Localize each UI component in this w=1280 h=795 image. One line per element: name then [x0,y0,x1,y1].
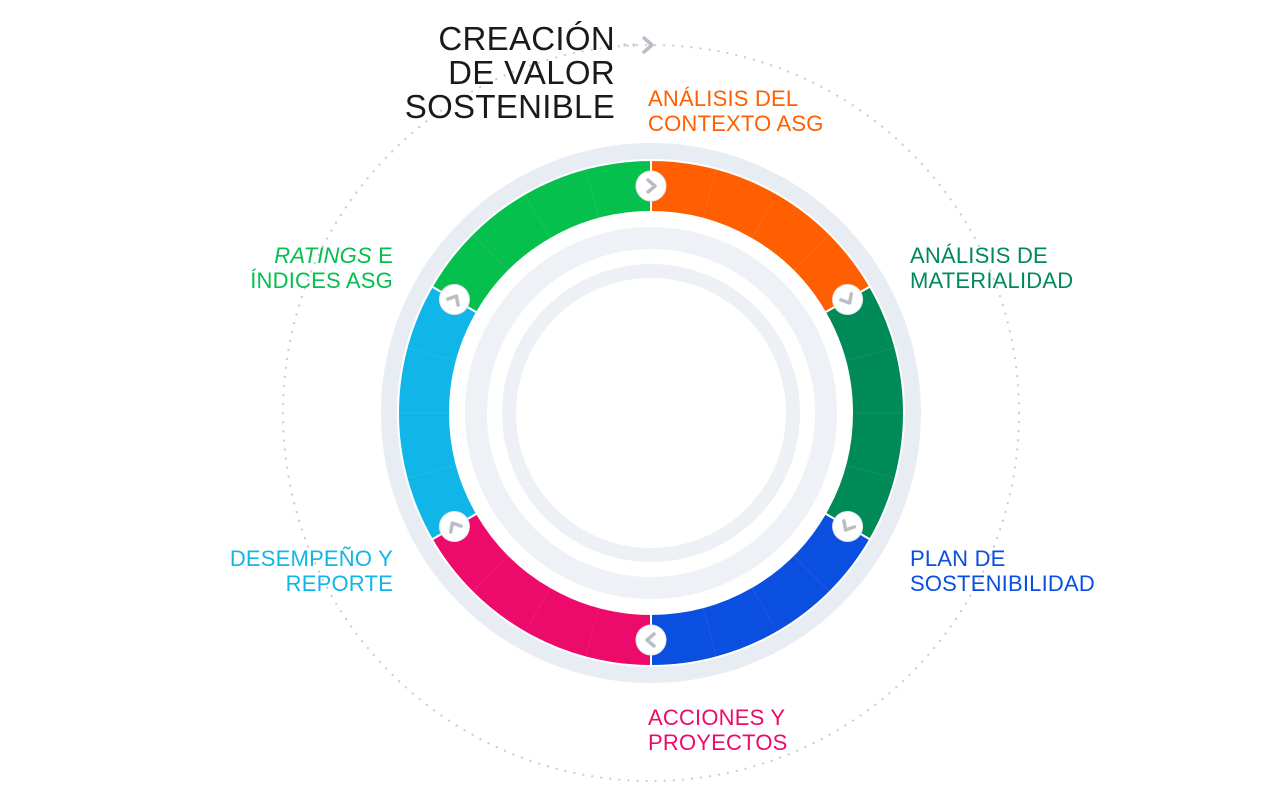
stage-label-analisis-materialidad: ANÁLISIS DE MATERIALIDAD [910,243,1074,293]
ratings-italic: RATINGS [274,243,372,268]
chevron-icon [438,511,470,542]
stage-label-plan-sostenibilidad: PLAN DE SOSTENIBILIDAD [910,546,1095,596]
segment-texture-line [524,193,551,240]
segment-texture-line [585,168,600,219]
outer-dotted-ring [281,43,1021,783]
chevron-icon [832,284,864,315]
stage-label-ratings-indices: RATINGS E ÍNDICES ASG [250,243,393,293]
cycle-segments [397,158,905,668]
chevron-icon [635,624,667,656]
segment-texture-line [702,168,717,219]
segment-texture-line [406,464,457,479]
inner-track-outer [465,227,837,599]
segment-texture-line [406,347,457,362]
chevron-icon [635,170,667,202]
ring-segment-ratings-indices [430,158,652,314]
stage-label-analisis-contexto: ANÁLISIS DEL CONTEXTO ASG [648,86,824,136]
title-line-2: DE VALOR [448,54,615,91]
title-line-1: CREACIÓN [438,20,615,57]
diagram-title: CREACIÓN DE VALOR SOSTENIBLE [380,22,615,124]
segment-texture-line [471,233,510,272]
chevron-icon [438,284,470,315]
stage-label-acciones-proyectos: ACCIONES Y PROYECTOS [648,705,788,755]
segment-texture-line [751,586,778,633]
segment-texture-line [792,233,831,272]
inner-track-inner [502,264,800,562]
cycle-arrows [438,170,864,656]
entry-chevron-icon [623,36,654,54]
segment-texture-line [792,554,831,593]
segment-texture-line [524,586,551,633]
segment-texture-line [845,464,896,479]
segment-texture-line [751,193,778,240]
segment-texture-line [471,554,510,593]
segment-texture-line [585,607,600,658]
chevron-icon [832,511,864,542]
segment-texture-line [845,347,896,362]
inner-spiral-gap [650,281,783,414]
stage-label-desempeno-reporte: DESEMPEÑO Y REPORTE [229,546,393,596]
segment-texture-line [702,607,717,658]
title-line-3: SOSTENIBLE [404,88,615,125]
